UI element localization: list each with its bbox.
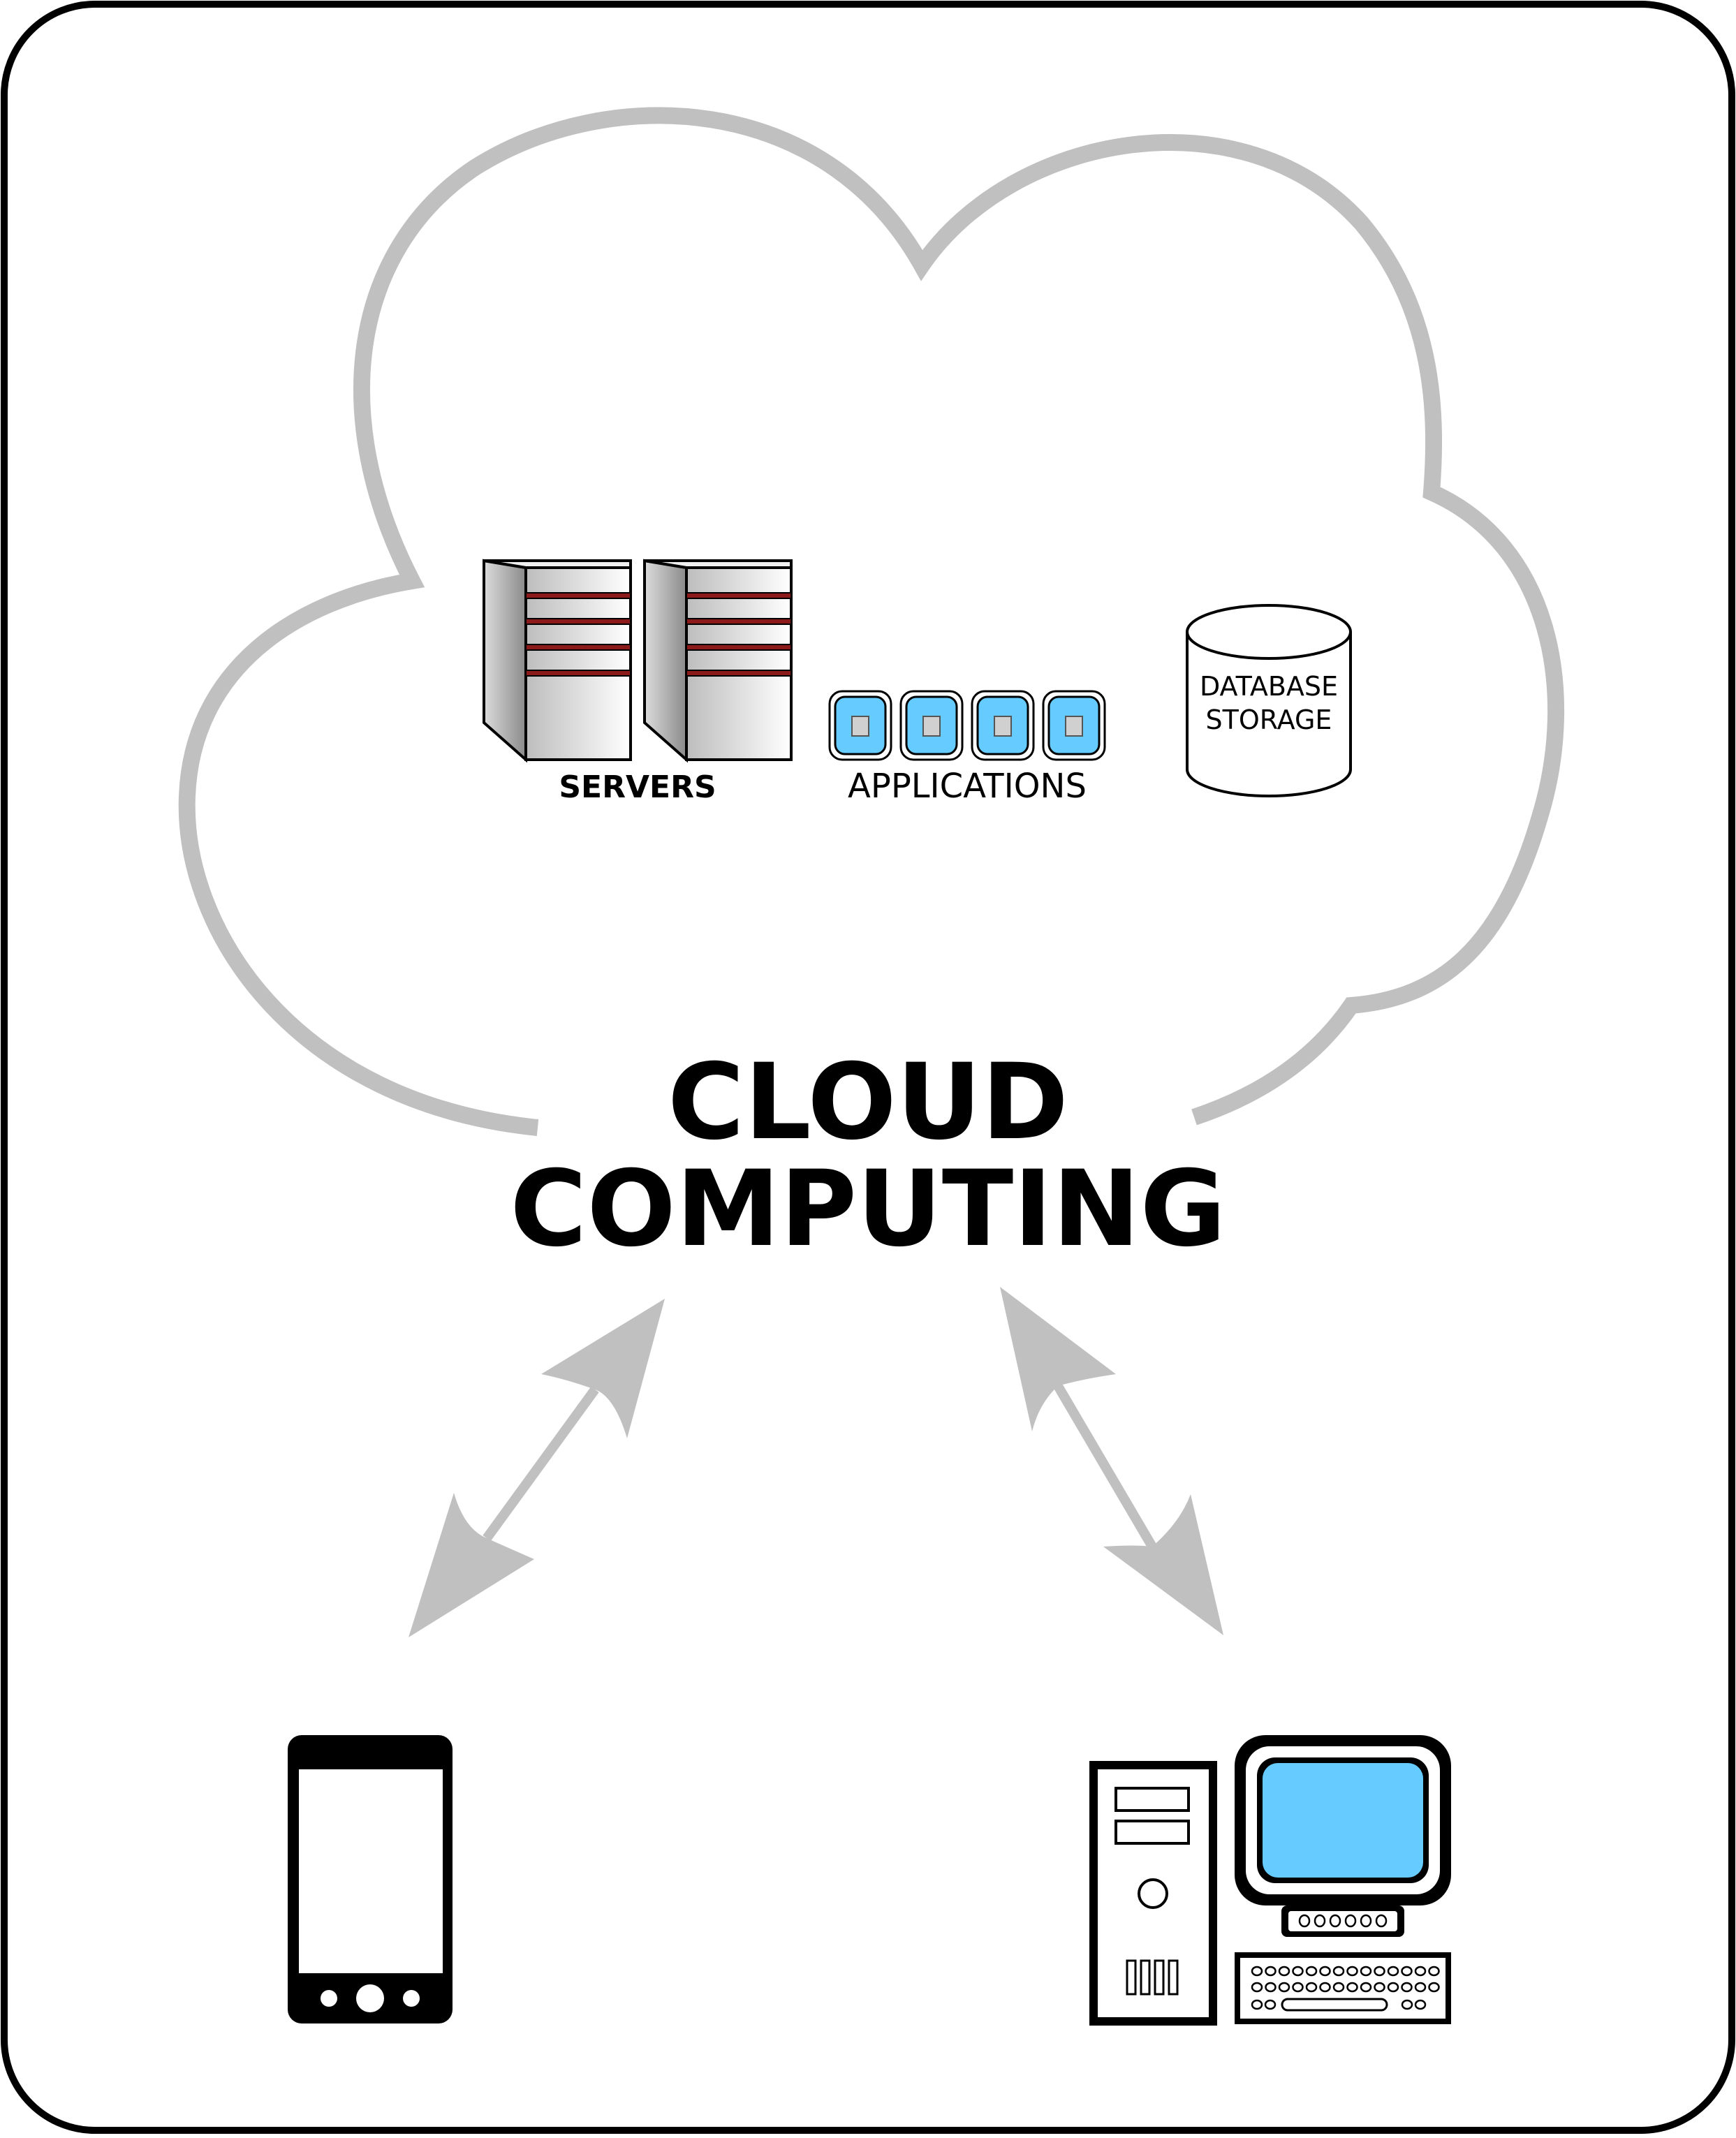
servers-group: SERVERS: [483, 559, 793, 805]
database-label-line2: STORAGE: [1206, 705, 1332, 735]
applications-label: APPLICATIONS: [848, 767, 1087, 806]
database-label-line1: DATABASE: [1200, 671, 1338, 702]
keyboard-key: [1292, 1966, 1304, 1977]
monitor-button: [1375, 1914, 1388, 1928]
database-cylinder-icon: [1186, 632, 1352, 797]
title-line1: CLOUD: [668, 1042, 1068, 1163]
app-window-icon: [899, 690, 964, 761]
monitor-button: [1329, 1914, 1341, 1928]
keyboard-key: [1346, 1982, 1358, 1993]
database-group: DATABASE STORAGE: [1186, 604, 1352, 797]
servers-label: SERVERS: [559, 769, 716, 805]
app-window-icon: [828, 690, 892, 761]
keyboard-key: [1414, 1999, 1427, 2010]
keyboard-key: [1278, 1966, 1290, 1977]
keyboard-key: [1387, 1966, 1399, 1977]
keyboard-key: [1414, 1966, 1427, 1977]
keyboard-key: [1346, 1966, 1358, 1977]
app-window-icon: [971, 690, 1035, 761]
left-arrow-head-bottom: [409, 1493, 534, 1637]
keyboard-key: [1332, 1966, 1345, 1977]
keyboard-key: [1292, 1982, 1304, 1993]
server-tower-icon: [643, 559, 793, 763]
keyboard-key: [1265, 1966, 1277, 1977]
keyboard-key: [1251, 1982, 1263, 1993]
keyboard-key: [1265, 1982, 1277, 1993]
keyboard-key: [1401, 1982, 1413, 1993]
cloud-outline: [178, 107, 1565, 1136]
monitor-buttons: [1298, 1914, 1388, 1928]
applications-group: APPLICATIONS: [828, 690, 1106, 806]
monitor-button: [1314, 1914, 1326, 1928]
pc-tower: [1089, 1761, 1217, 2026]
app-window-icon: [1042, 690, 1106, 761]
keyboard-key: [1332, 1982, 1345, 1993]
server-tower-icon: [483, 559, 632, 763]
keyboard-key: [1414, 1982, 1427, 1993]
keyboard-key: [1305, 1982, 1318, 1993]
keyboard-key: [1428, 1966, 1440, 1977]
monitor-button: [1344, 1914, 1357, 1928]
keyboard-key: [1360, 1966, 1372, 1977]
keyboard-key: [1319, 1982, 1331, 1993]
keyboard-keys: [1251, 1966, 1440, 2010]
smartphone-icon: [288, 1735, 453, 2023]
keyboard-key: [1305, 1966, 1318, 1977]
keyboard-key: [1374, 1982, 1385, 1993]
keyboard-key: [1360, 1982, 1372, 1993]
left-double-arrow: [409, 1299, 665, 1637]
right-arrow-head-bottom: [1103, 1494, 1223, 1635]
keyboard-key: [1428, 1982, 1440, 1993]
desktop-computer-icon: [1089, 1735, 1451, 2026]
keyboard-key: [1374, 1966, 1385, 1977]
right-arrow-head-top: [1000, 1287, 1116, 1431]
monitor-button: [1298, 1914, 1311, 1928]
left-arrow-head-top: [541, 1299, 665, 1438]
right-double-arrow: [1000, 1287, 1223, 1635]
monitor: [1235, 1735, 1451, 1937]
keyboard-key: [1401, 1999, 1413, 2010]
keyboard-key: [1264, 1999, 1277, 2010]
keyboard-key: [1278, 1982, 1290, 1993]
keyboard-key: [1251, 1999, 1263, 2010]
keyboard-spacebar: [1281, 1998, 1388, 2012]
keyboard-key: [1319, 1966, 1331, 1977]
keyboard-key: [1401, 1966, 1413, 1977]
keyboard-key: [1387, 1982, 1399, 1993]
keyboard-key: [1251, 1966, 1263, 1977]
title-line2: COMPUTING: [510, 1149, 1226, 1270]
monitor-button: [1360, 1914, 1372, 1928]
